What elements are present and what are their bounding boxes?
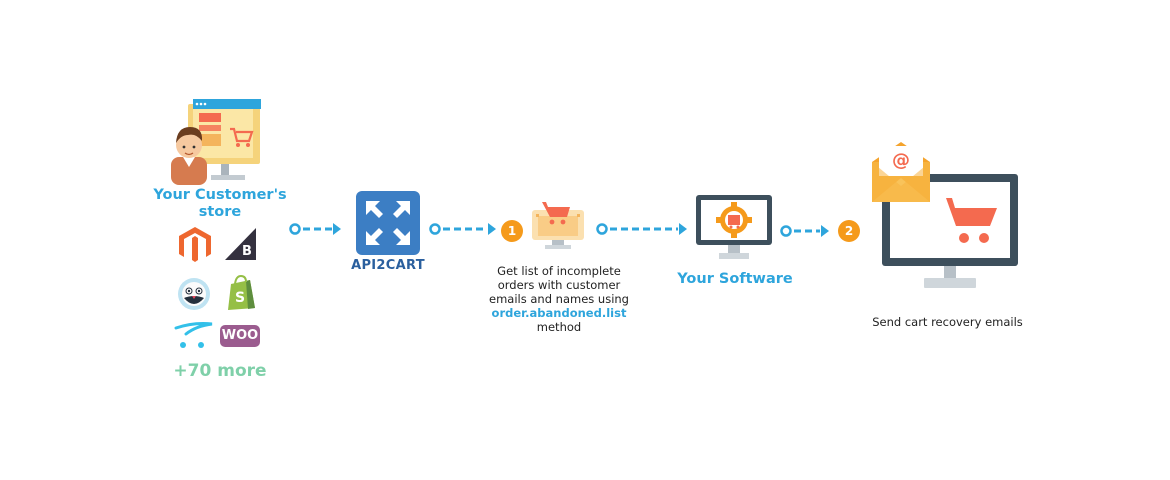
svg-text:B: B	[242, 244, 252, 259]
arrow-software-to-step2	[780, 225, 829, 237]
customer-avatar	[171, 127, 207, 185]
email-at-symbol: @	[892, 150, 910, 171]
recovery-email-monitor-icon	[872, 142, 1018, 288]
arrow-step1-to-software	[596, 223, 687, 235]
prestashop-icon	[178, 278, 210, 310]
customer-store-illustration	[171, 99, 261, 185]
api2cart-label: API2CART	[351, 258, 425, 273]
abandoned-cart-monitor-icon	[532, 202, 584, 249]
bigcommerce-icon: B	[225, 228, 256, 260]
step-1-description: Get list of incomplete orders with custo…	[486, 264, 632, 334]
gear-icon	[716, 202, 752, 238]
step-2-badge: 2	[838, 220, 860, 242]
step-1-badge: 1	[501, 220, 523, 242]
svg-text:S: S	[235, 290, 245, 306]
woocommerce-icon: WOO	[220, 325, 260, 347]
software-monitor-icon	[696, 195, 772, 259]
woocommerce-text: WOO	[221, 328, 259, 343]
cart-icon	[946, 198, 997, 243]
browser-bar	[193, 99, 261, 109]
software-label: Your Software	[677, 271, 793, 287]
step-2-description: Send cart recovery emails	[872, 315, 1023, 329]
shopify-icon: S	[228, 274, 255, 310]
cart-icon	[542, 202, 570, 225]
arrow-store-to-api	[289, 223, 341, 235]
step-1-suffix: method	[536, 320, 582, 334]
step-1-method: order.abandoned.list	[491, 306, 627, 320]
api2cart-logo-icon	[356, 191, 420, 255]
customer-store-label: Your Customer's store	[153, 187, 287, 220]
step-1-text: Get list of incomplete orders with custo…	[489, 264, 629, 306]
cart-icon	[230, 127, 254, 147]
magento-icon	[179, 227, 211, 262]
opencart-icon	[174, 322, 213, 348]
email-envelope-icon	[872, 142, 930, 202]
arrow-api-to-step1	[429, 223, 496, 235]
more-platforms-label: +70 more	[173, 361, 267, 381]
